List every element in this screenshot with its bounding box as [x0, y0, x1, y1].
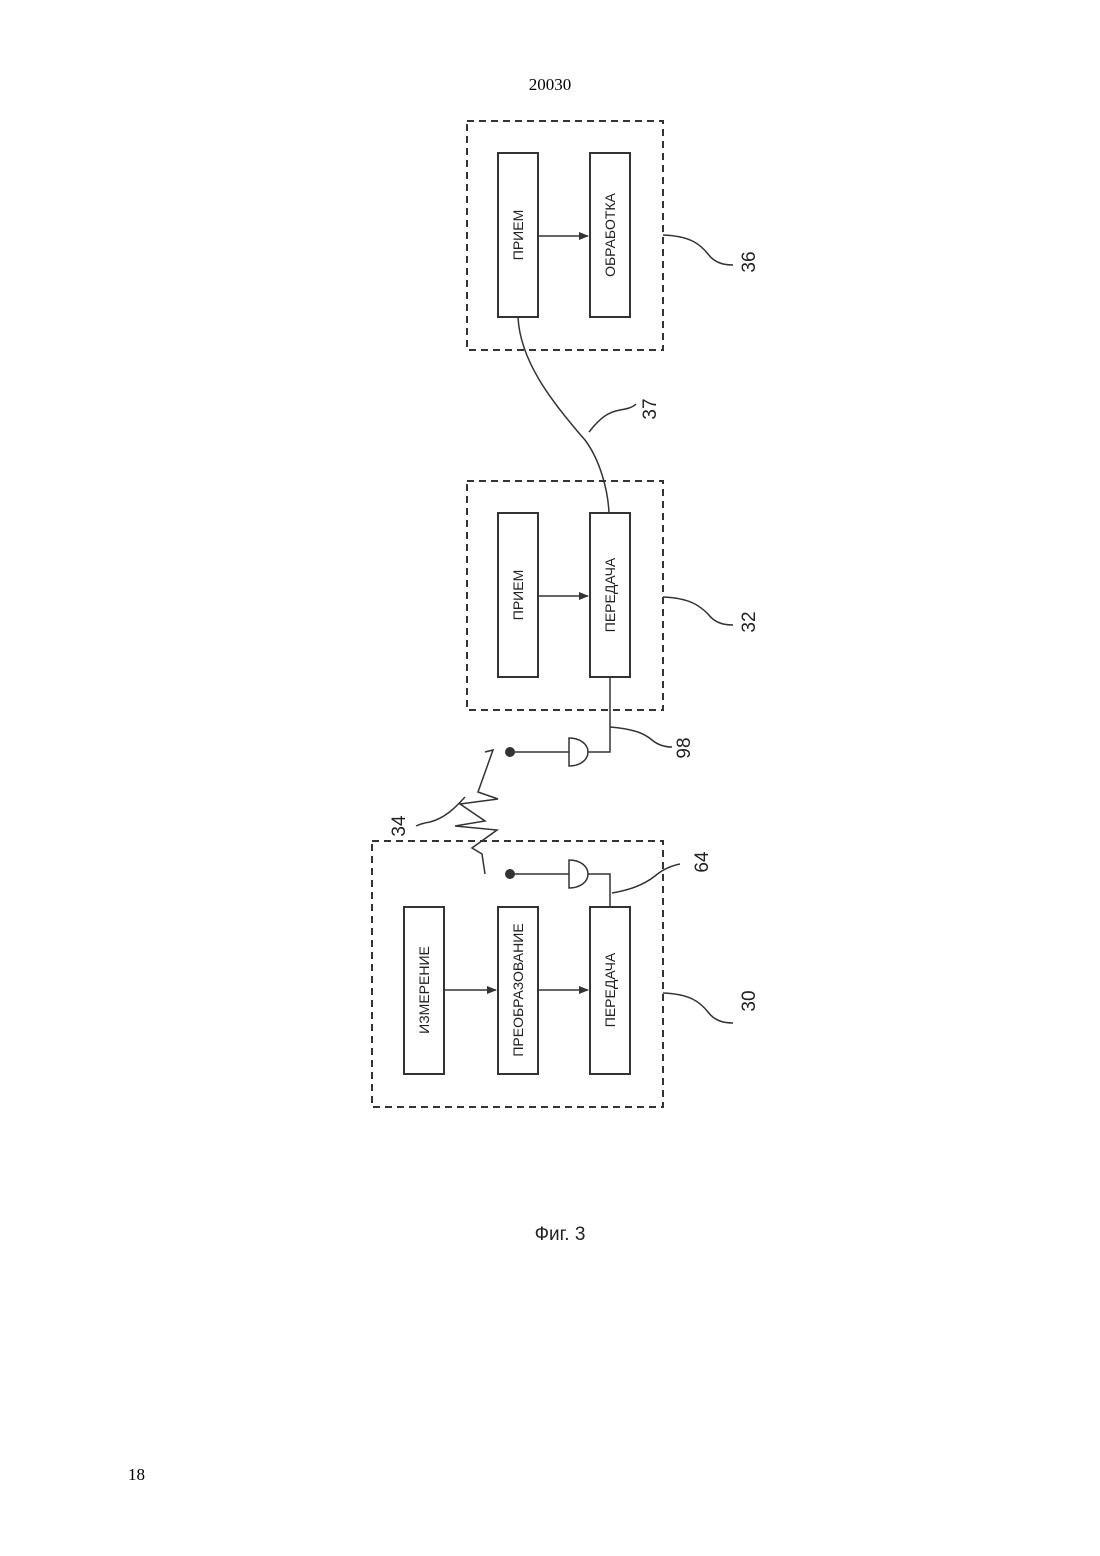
unit-36-process-label: ОБРАБОТКА — [602, 192, 618, 276]
unit-32: ПРИЕМ ПЕРЕДАЧА 32 — [467, 481, 760, 710]
unit-30-measure-label: ИЗМЕРЕНИЕ — [416, 946, 432, 1034]
leader-32 — [663, 597, 733, 625]
ref-30: 30 — [739, 990, 760, 1011]
unit-30-transmit-label: ПЕРЕДАЧА — [602, 952, 618, 1027]
antenna-64-dish — [569, 860, 588, 888]
wireless-link-34 — [455, 750, 498, 874]
unit-36: ПРИЕМ ОБРАБОТКА 36 — [467, 121, 760, 350]
antenna-64-feed — [588, 874, 610, 907]
antenna-64-element — [505, 869, 515, 879]
leader-64 — [612, 864, 680, 893]
leader-98 — [610, 727, 672, 747]
figure-caption: Фиг. 3 — [535, 1224, 586, 1245]
leader-36 — [663, 235, 733, 265]
unit-30: ИЗМЕРЕНИЕ ПРЕОБРАЗОВАНИЕ ПЕРЕДАЧА 30 — [372, 841, 760, 1107]
ref-98: 98 — [674, 737, 695, 758]
wired-link-37 — [518, 317, 609, 513]
antenna-98-feed — [588, 677, 610, 752]
ref-34: 34 — [389, 815, 410, 837]
antenna-98-dish — [569, 738, 588, 766]
antenna-98-element — [505, 747, 515, 757]
leader-30 — [663, 993, 733, 1023]
ref-37: 37 — [640, 398, 661, 419]
leader-37 — [589, 404, 636, 432]
unit-30-convert-label: ПРЕОБРАЗОВАНИЕ — [510, 923, 526, 1056]
antenna-98: 98 — [505, 677, 695, 766]
unit-32-transmit-label: ПЕРЕДАЧА — [602, 557, 618, 632]
unit-36-receive-label: ПРИЕМ — [510, 210, 526, 260]
unit-32-receive-label: ПРИЕМ — [510, 570, 526, 620]
ref-64: 64 — [692, 851, 713, 873]
leader-34 — [416, 797, 465, 826]
page-number: 18 — [128, 1465, 145, 1485]
antenna-64: 64 — [505, 851, 713, 907]
ref-36: 36 — [739, 251, 760, 272]
ref-32: 32 — [739, 611, 760, 632]
